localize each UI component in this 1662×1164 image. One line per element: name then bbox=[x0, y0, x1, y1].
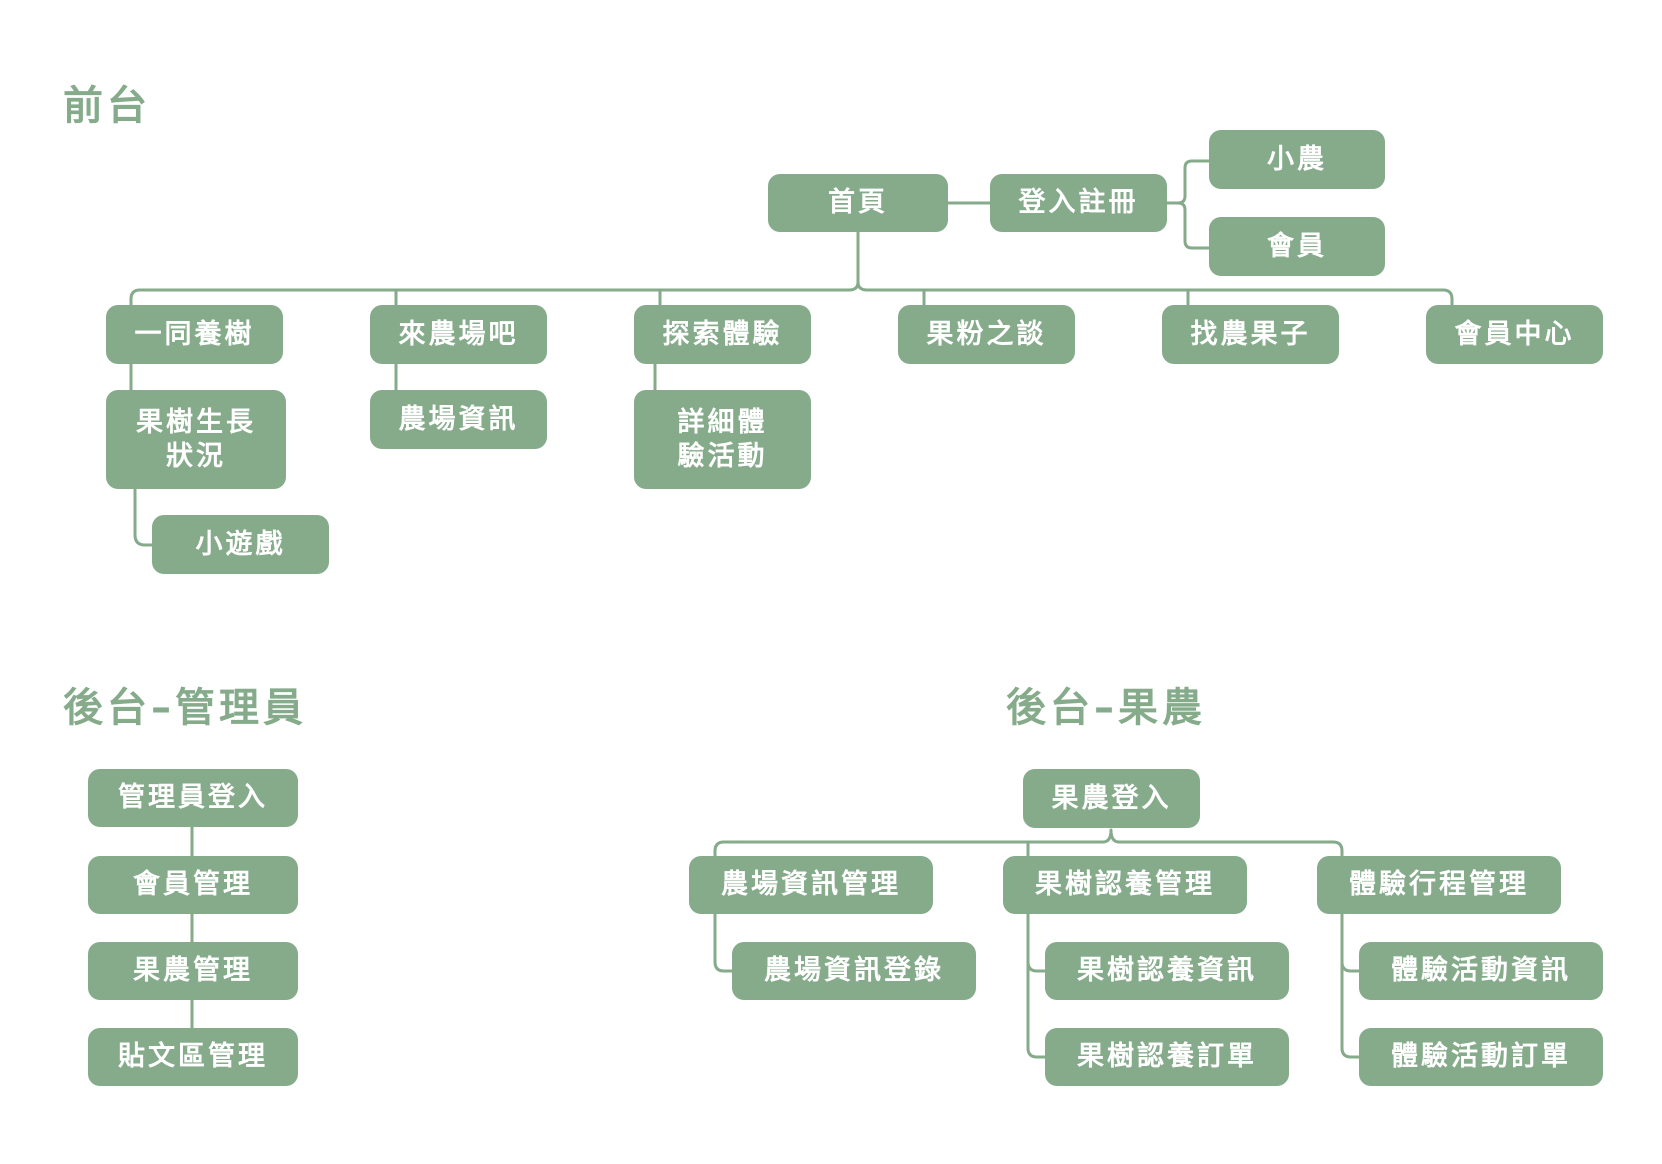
node-find-farmer: 找農果子 bbox=[1162, 305, 1339, 364]
node-fan-talk: 果粉之談 bbox=[898, 305, 1075, 364]
node-member-center: 會員中心 bbox=[1426, 305, 1603, 364]
connector-exp-order bbox=[1340, 960, 1361, 1059]
node-experience-management: 體驗行程管理 bbox=[1317, 856, 1561, 914]
node-admin-login: 管理員登入 bbox=[88, 769, 298, 827]
node-visit-farm: 來農場吧 bbox=[370, 305, 547, 364]
node-member: 會員 bbox=[1209, 217, 1385, 276]
node-detail-activity: 詳細體驗活動 bbox=[634, 390, 811, 489]
node-farm-info-management: 農場資訊管理 bbox=[689, 856, 933, 914]
section-title-admin: 後台–管理員 bbox=[63, 685, 307, 731]
section-title-front: 前台 bbox=[63, 83, 151, 129]
node-small-farmer: 小農 bbox=[1209, 130, 1385, 189]
node-adopt-tree: 一同養樹 bbox=[106, 305, 283, 364]
node-farm-info-registration: 農場資訊登錄 bbox=[732, 942, 976, 1000]
node-tree-growth-status: 果樹生長狀況 bbox=[106, 390, 286, 489]
connector-exp-info bbox=[1340, 912, 1361, 973]
node-post-management: 貼文區管理 bbox=[88, 1028, 298, 1086]
node-tree-adoption-order: 果樹認養訂單 bbox=[1045, 1028, 1289, 1086]
node-mini-game: 小遊戲 bbox=[152, 515, 329, 574]
node-farmer-login: 果農登入 bbox=[1023, 769, 1200, 828]
node-explore-experience: 探索體驗 bbox=[634, 305, 811, 364]
node-tree-adoption-management: 果樹認養管理 bbox=[1003, 856, 1247, 914]
node-home: 首頁 bbox=[768, 174, 948, 232]
connector-front-bus bbox=[129, 280, 1454, 310]
connector-status-game bbox=[133, 487, 157, 547]
node-tree-adoption-info: 果樹認養資訊 bbox=[1045, 942, 1289, 1000]
node-farmer-management: 果農管理 bbox=[88, 942, 298, 1000]
connector-farmer-bus bbox=[713, 828, 1344, 870]
node-farm-info: 農場資訊 bbox=[370, 390, 547, 449]
connector-login-member bbox=[1165, 201, 1211, 250]
connector-tree-info bbox=[1026, 912, 1047, 973]
connector-login-small-farmer bbox=[1165, 159, 1211, 205]
connector-farm-reg bbox=[713, 912, 734, 973]
node-login-register: 登入註冊 bbox=[990, 174, 1167, 232]
node-member-management: 會員管理 bbox=[88, 856, 298, 914]
section-title-farmer: 後台–果農 bbox=[1006, 685, 1206, 731]
node-experience-activity-info: 體驗活動資訊 bbox=[1359, 942, 1603, 1000]
node-experience-activity-order: 體驗活動訂單 bbox=[1359, 1028, 1603, 1086]
connector-tree-order bbox=[1026, 960, 1047, 1059]
